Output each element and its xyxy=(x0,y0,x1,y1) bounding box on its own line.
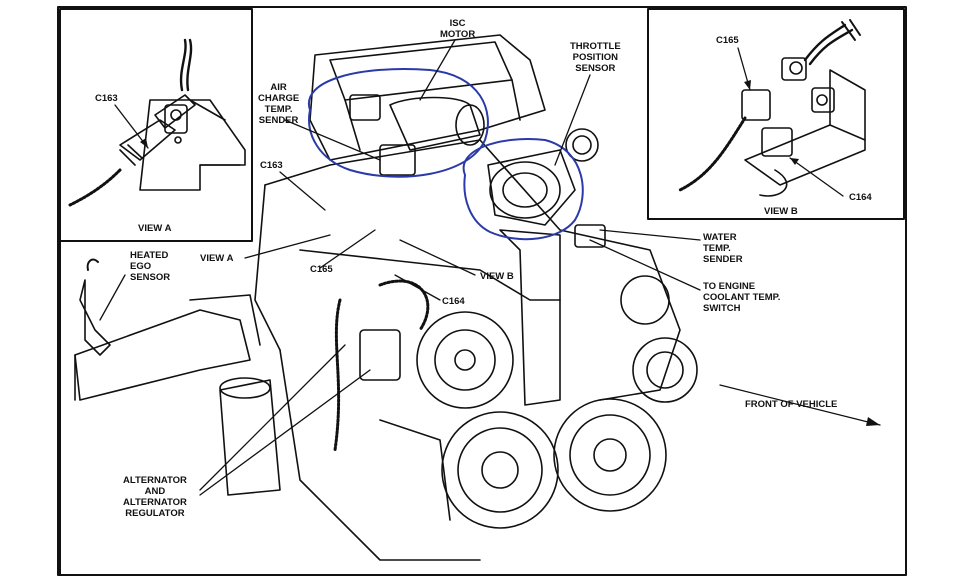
view-a-frame xyxy=(59,8,253,242)
view-b-caption: VIEW B xyxy=(764,206,798,217)
engine-drawing xyxy=(74,34,698,561)
c163-label: C163 xyxy=(260,160,283,171)
view-b-connector-top-label: C165 xyxy=(716,35,739,46)
view-a-drawing xyxy=(68,38,246,207)
pointer-arrowheads xyxy=(140,80,880,426)
view-a-caption: VIEW A xyxy=(138,223,172,234)
view-a-connector-label: C163 xyxy=(95,93,118,104)
view-b-pointer-label: VIEW B xyxy=(480,271,514,282)
c165-label: C165 xyxy=(310,264,333,275)
pointer-lines xyxy=(99,39,881,496)
view-a-pointer-label: VIEW A xyxy=(200,253,234,264)
highlight-marks xyxy=(307,68,584,241)
view-b-drawing xyxy=(678,19,866,197)
front-of-vehicle-label: FRONT OF VEHICLE xyxy=(745,399,838,410)
view-b-connector-bottom-label: C164 xyxy=(849,192,872,203)
outer-frame xyxy=(57,6,907,576)
c164-label: C164 xyxy=(442,296,465,307)
view-b-frame xyxy=(647,8,905,220)
